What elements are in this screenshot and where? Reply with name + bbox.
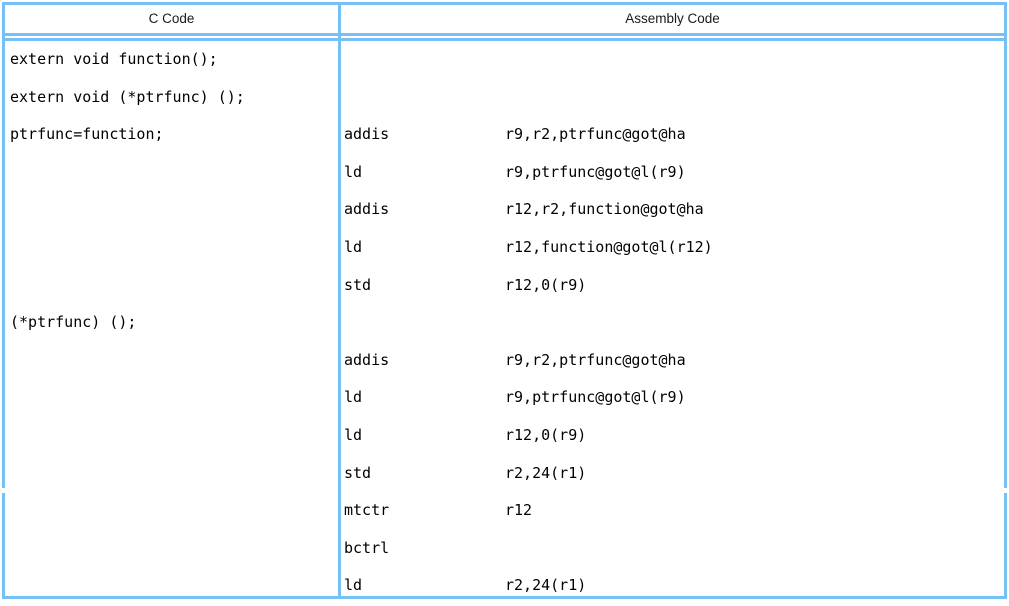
c-code-line <box>10 567 336 605</box>
table-border-right-upper <box>1004 2 1007 488</box>
assembly-operands: r9,r2,ptrfunc@got@ha <box>505 125 686 144</box>
assembly-code-line: addis r12,r2,function@got@ha <box>344 191 1002 229</box>
c-code-line <box>10 379 336 417</box>
assembly-operands: r12 <box>505 501 533 520</box>
c-code-line: extern void (*ptrfunc) (); <box>10 87 245 106</box>
assembly-mnemonic: addis <box>344 350 390 369</box>
header-rule-top <box>2 33 1007 36</box>
assembly-code-line: std r2,24(r1) <box>344 455 1002 493</box>
assembly-mnemonic: bctrl <box>344 538 390 557</box>
assembly-operands <box>505 79 514 117</box>
assembly-mnemonic: std <box>344 275 372 294</box>
c-code-line <box>10 191 336 229</box>
assembly-operands: r12,function@got@l(r12) <box>505 237 713 256</box>
assembly-mnemonic <box>344 79 505 117</box>
c-code-line: ptrfunc=function; <box>10 125 164 144</box>
assembly-code-line: std r12,0(r9) <box>344 267 1002 305</box>
assembly-mnemonic: ld <box>344 576 363 595</box>
assembly-code-line: addis r9,r2,ptrfunc@got@ha <box>344 116 1002 154</box>
column-header-assembly-code: Assembly Code <box>625 11 720 26</box>
c-code-line <box>10 455 336 493</box>
table-border-left-lower <box>2 493 5 599</box>
assembly-mnemonic: addis <box>344 200 390 219</box>
column-divider <box>338 2 341 599</box>
assembly-code-line <box>344 79 1002 117</box>
c-code-line <box>10 267 336 305</box>
assembly-mnemonic: ld <box>344 388 363 407</box>
assembly-operands <box>505 41 514 79</box>
assembly-mnemonic: ld <box>344 425 363 444</box>
table-border-bottom <box>2 596 1007 599</box>
assembly-operands: r2,24(r1) <box>505 576 587 595</box>
assembly-code-line: ld r12,function@got@l(r12) <box>344 229 1002 267</box>
column-header-c-code: C Code <box>148 11 195 26</box>
assembly-code-line: ld r2,24(r1) <box>344 567 1002 605</box>
assembly-mnemonic: addis <box>344 125 390 144</box>
c-code-line: (*ptrfunc) (); <box>10 313 137 332</box>
assembly-code-line: bctrl <box>344 530 1002 568</box>
assembly-mnemonic: ld <box>344 162 363 181</box>
assembly-code-line: ld r9,ptrfunc@got@l(r9) <box>344 154 1002 192</box>
assembly-code-line <box>344 41 1002 79</box>
table-border-top <box>2 2 1007 5</box>
assembly-code-line <box>344 304 1002 342</box>
assembly-code-line: addis r9,r2,ptrfunc@got@ha <box>344 342 1002 380</box>
assembly-mnemonic: mtctr <box>344 501 390 520</box>
assembly-operands <box>505 304 514 342</box>
assembly-mnemonic: std <box>344 463 372 482</box>
table-border-right-lower <box>1004 493 1007 599</box>
assembly-code-line: ld r9,ptrfunc@got@l(r9) <box>344 379 1002 417</box>
c-code-line: extern void function(); <box>10 50 218 68</box>
assembly-mnemonic <box>344 41 505 79</box>
assembly-operands: r12,0(r9) <box>505 425 587 444</box>
assembly-code-column: addis r9,r2,ptrfunc@got@ha ld r9,ptrfunc@go… <box>344 41 1002 605</box>
assembly-mnemonic <box>344 304 505 342</box>
c-code-line <box>10 530 336 568</box>
assembly-mnemonic: ld <box>344 237 363 256</box>
c-code-line <box>10 229 336 267</box>
assembly-operands: r12,r2,function@got@ha <box>505 200 704 219</box>
c-code-line <box>10 154 336 192</box>
assembly-code-line: ld r12,0(r9) <box>344 417 1002 455</box>
c-code-column: extern void function(); extern void (*ptr… <box>10 41 336 605</box>
table-border-left-upper <box>2 2 5 488</box>
c-code-line <box>10 492 336 530</box>
assembly-operands: r2,24(r1) <box>505 463 587 482</box>
assembly-code-line: mtctr r12 <box>344 492 1002 530</box>
header-rule-bottom <box>2 38 1007 41</box>
assembly-operands <box>505 530 514 568</box>
c-code-line <box>10 417 336 455</box>
assembly-operands: r9,r2,ptrfunc@got@ha <box>505 350 686 369</box>
assembly-operands: r9,ptrfunc@got@l(r9) <box>505 162 686 181</box>
assembly-operands: r12,0(r9) <box>505 275 587 294</box>
assembly-operands: r9,ptrfunc@got@l(r9) <box>505 388 686 407</box>
c-code-line <box>10 342 336 380</box>
